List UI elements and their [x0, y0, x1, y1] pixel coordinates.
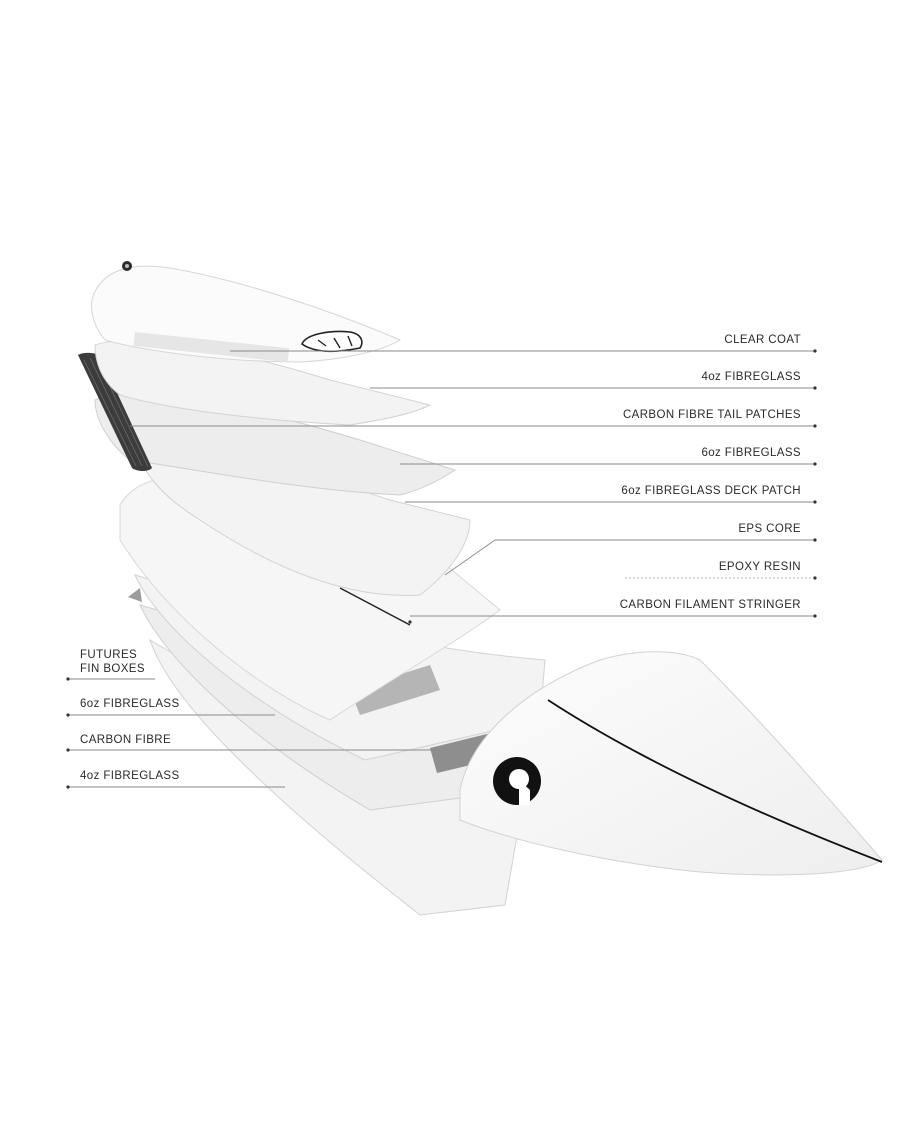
- right-leaders: [130, 349, 817, 624]
- label-clear-coat: CLEAR COAT: [724, 334, 801, 346]
- nose-stringer-line: [547, 699, 883, 863]
- hull-grey-band: [350, 665, 440, 715]
- label-futures-line2: FIN BOXES: [80, 663, 145, 675]
- label-eps-core: EPS CORE: [738, 523, 801, 535]
- label-carbon-filament-stringer: CARBON FILAMENT STRINGER: [620, 599, 801, 611]
- label-carbon-fibre-tail-patches: CARBON FIBRE TAIL PATCHES: [623, 409, 801, 421]
- clear-coat-shade: [133, 332, 290, 363]
- label-4oz-fibreglass-deck: 4oz FIBREGLASS: [701, 371, 801, 383]
- label-4oz-fibreglass-hull: 4oz FIBREGLASS: [80, 770, 180, 782]
- label-6oz-fibreglass-deck: 6oz FIBREGLASS: [701, 447, 801, 459]
- label-epoxy-resin: EPOXY RESIN: [719, 561, 801, 573]
- label-6oz-fibreglass-deck-patch: 6oz FIBREGLASS DECK PATCH: [621, 485, 801, 497]
- board-nose: [459, 651, 883, 876]
- left-labels: FUTURES FIN BOXES 6oz FIBREGLASS CARBON …: [80, 649, 180, 782]
- label-6oz-fibreglass-hull: 6oz FIBREGLASS: [80, 698, 180, 710]
- q-logo-icon: [493, 757, 541, 805]
- right-labels: CLEAR COAT 4oz FIBREGLASS CARBON FIBRE T…: [620, 334, 801, 611]
- label-carbon-fibre-hull: CARBON FIBRE: [80, 734, 171, 746]
- fin-box-shadow: [128, 588, 142, 602]
- clear-coat-layer: [91, 261, 402, 363]
- carbon-filament-stringer: [339, 587, 411, 626]
- left-leaders: [66, 677, 440, 789]
- label-futures-line1: FUTURES: [80, 649, 137, 661]
